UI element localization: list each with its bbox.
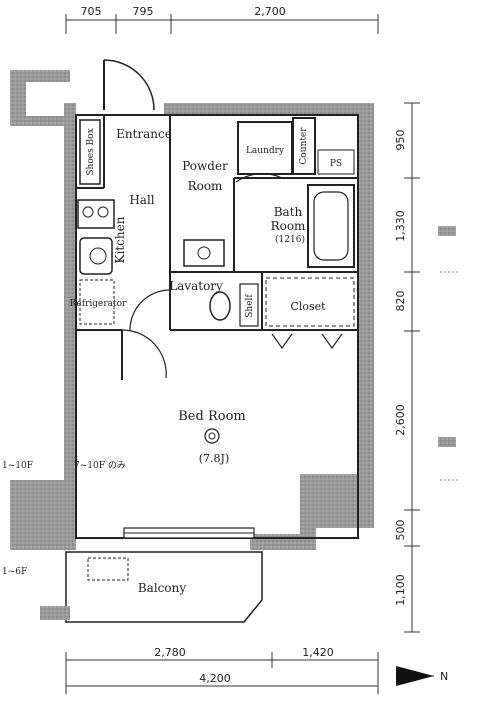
label-laundry: Laundry — [246, 146, 285, 156]
kitchen-sink — [79, 237, 113, 275]
legend-hatch-2 — [438, 437, 456, 447]
label-counter: Counter — [299, 127, 309, 165]
legend-hatch-1 — [438, 226, 456, 236]
label-hall: Hall — [129, 193, 154, 207]
right-dim-2: 1,330 — [394, 210, 407, 242]
label-kitchen: Kitchen — [113, 216, 127, 263]
outdoor-unit-space — [87, 557, 129, 581]
bedroom-door-swing — [121, 329, 167, 379]
right-dimension-line — [404, 102, 420, 633]
pipe-space — [317, 149, 355, 175]
label-ps: PS — [330, 159, 342, 169]
closet-door-fold — [271, 333, 293, 350]
compass-icon — [396, 666, 434, 686]
interior-walls — [75, 114, 359, 539]
label-refrigerator: Refrigerator — [70, 299, 127, 309]
vanity-basin — [183, 239, 225, 267]
exterior-walls — [10, 70, 374, 550]
right-dim-4: 2,600 — [394, 404, 407, 436]
label-bed-room: Bed Room — [178, 409, 245, 424]
sink-basin-icon — [89, 247, 107, 265]
shoes-box — [79, 119, 101, 185]
note-left-upper: 1~10F — [2, 461, 33, 471]
right-dim-6: 1,100 — [394, 574, 407, 606]
label-balcony: Balcony — [138, 581, 186, 595]
shelf-unit — [239, 283, 259, 327]
top-dim-3: 2,700 — [254, 5, 286, 18]
label-shoes-box: Shoes Box — [86, 128, 96, 175]
basin-icon — [197, 246, 211, 260]
burner-icon — [97, 206, 109, 218]
top-dim-1: 705 — [81, 5, 102, 18]
label-entrance: Entrance — [116, 127, 172, 141]
right-dim-3: 820 — [394, 291, 407, 312]
right-dim-5: 500 — [394, 520, 407, 541]
ceiling-light-icon — [204, 428, 220, 444]
label-lavatory: Lavatory — [169, 279, 223, 293]
bottom-dim-total: 4,200 — [199, 672, 231, 685]
label-bath-room-2: Room — [271, 219, 306, 233]
label-powder-room-2: Room — [188, 179, 223, 193]
label-powder-room-1: Powder — [182, 159, 228, 173]
entrance-door-swing — [103, 59, 155, 111]
balcony-partition — [40, 606, 70, 620]
lavatory-door-swing — [129, 289, 171, 331]
closet-door-fold — [321, 333, 343, 350]
label-bath-size: (1216) — [275, 234, 305, 245]
label-bed-room-size: (7.8J) — [199, 452, 230, 465]
bathtub — [313, 191, 349, 261]
compass-label: N — [440, 670, 448, 683]
refrigerator-space — [79, 279, 115, 325]
note-left-lower: 1~6F — [2, 567, 27, 577]
stove — [77, 199, 115, 229]
toilet-icon — [209, 291, 231, 321]
label-bath-room-1: Bath — [274, 205, 303, 219]
label-shelf: Shelf — [245, 294, 255, 318]
top-dimension-line — [65, 14, 379, 34]
ceiling-light-inner-icon — [208, 432, 216, 440]
closet-outline — [265, 277, 355, 327]
top-dim-2: 795 — [133, 5, 154, 18]
bath-door-swing — [235, 173, 283, 183]
burner-icon — [82, 206, 94, 218]
right-dim-1: 950 — [394, 130, 407, 151]
bottom-dimension-line — [65, 652, 379, 694]
label-closet: Closet — [290, 300, 326, 313]
bottom-dim-2: 1,420 — [302, 646, 334, 659]
bottom-dim-1: 2,780 — [154, 646, 186, 659]
note-floor-range-upper: 7~10F のみ — [74, 460, 126, 471]
